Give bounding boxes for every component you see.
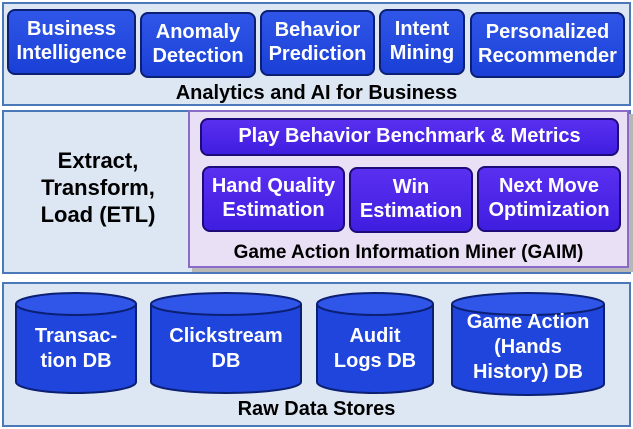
- behavior-prediction-box: Behavior Prediction: [260, 10, 375, 76]
- analytics-ai-panel: Business Intelligence Anomaly Detection …: [2, 2, 631, 106]
- next-move-optimization-box: Next Move Optimization: [477, 166, 621, 232]
- win-estimation-label: Win Estimation: [359, 176, 463, 222]
- business-intelligence-label: Business Intelligence: [16, 18, 127, 64]
- game-action-db-label: Game Action (Hands History) DB: [466, 311, 590, 383]
- audit-logs-db-label: Audit Logs DB: [333, 325, 417, 372]
- analytics-ai-caption: Analytics and AI for Business: [175, 82, 458, 104]
- transaction-db-label: Transac- tion DB: [34, 325, 118, 372]
- intent-mining-box: Intent Mining: [379, 9, 465, 75]
- intent-mining-label: Intent Mining: [389, 18, 455, 64]
- gaim-panel: Play Behavior Benchmark & Metrics Hand Q…: [188, 110, 629, 268]
- benchmark-metrics-label: Play Behavior Benchmark & Metrics: [238, 125, 581, 148]
- behavior-prediction-label: Behavior Prediction: [268, 19, 367, 65]
- anomaly-detection-box: Anomaly Detection: [140, 12, 256, 78]
- game-action-db-cylinder: Game Action (Hands History) DB: [451, 292, 605, 396]
- next-move-optimization-label: Next Move Optimization: [488, 175, 610, 221]
- anomaly-detection-label: Anomaly Detection: [152, 21, 244, 67]
- hand-quality-estimation-box: Hand Quality Estimation: [202, 166, 345, 232]
- etl-label: Extract, Transform, Load (ETL): [40, 148, 156, 227]
- win-estimation-box: Win Estimation: [349, 167, 473, 233]
- raw-data-stores-caption: Raw Data Stores: [237, 398, 396, 420]
- personalized-recommender-box: Personalized Recommender: [470, 12, 625, 78]
- gaim-caption: Game Action Information Miner (GAIM): [233, 242, 584, 263]
- clickstream-db-cylinder: Clickstream DB: [150, 292, 302, 394]
- benchmark-metrics-box: Play Behavior Benchmark & Metrics: [200, 118, 619, 156]
- hand-quality-estimation-label: Hand Quality Estimation: [211, 175, 336, 221]
- clickstream-db-label: Clickstream DB: [169, 325, 283, 372]
- business-intelligence-box: Business Intelligence: [7, 9, 136, 75]
- personalized-recommender-label: Personalized Recommender: [478, 21, 617, 67]
- transaction-db-cylinder: Transac- tion DB: [15, 292, 137, 394]
- audit-logs-db-cylinder: Audit Logs DB: [316, 292, 434, 394]
